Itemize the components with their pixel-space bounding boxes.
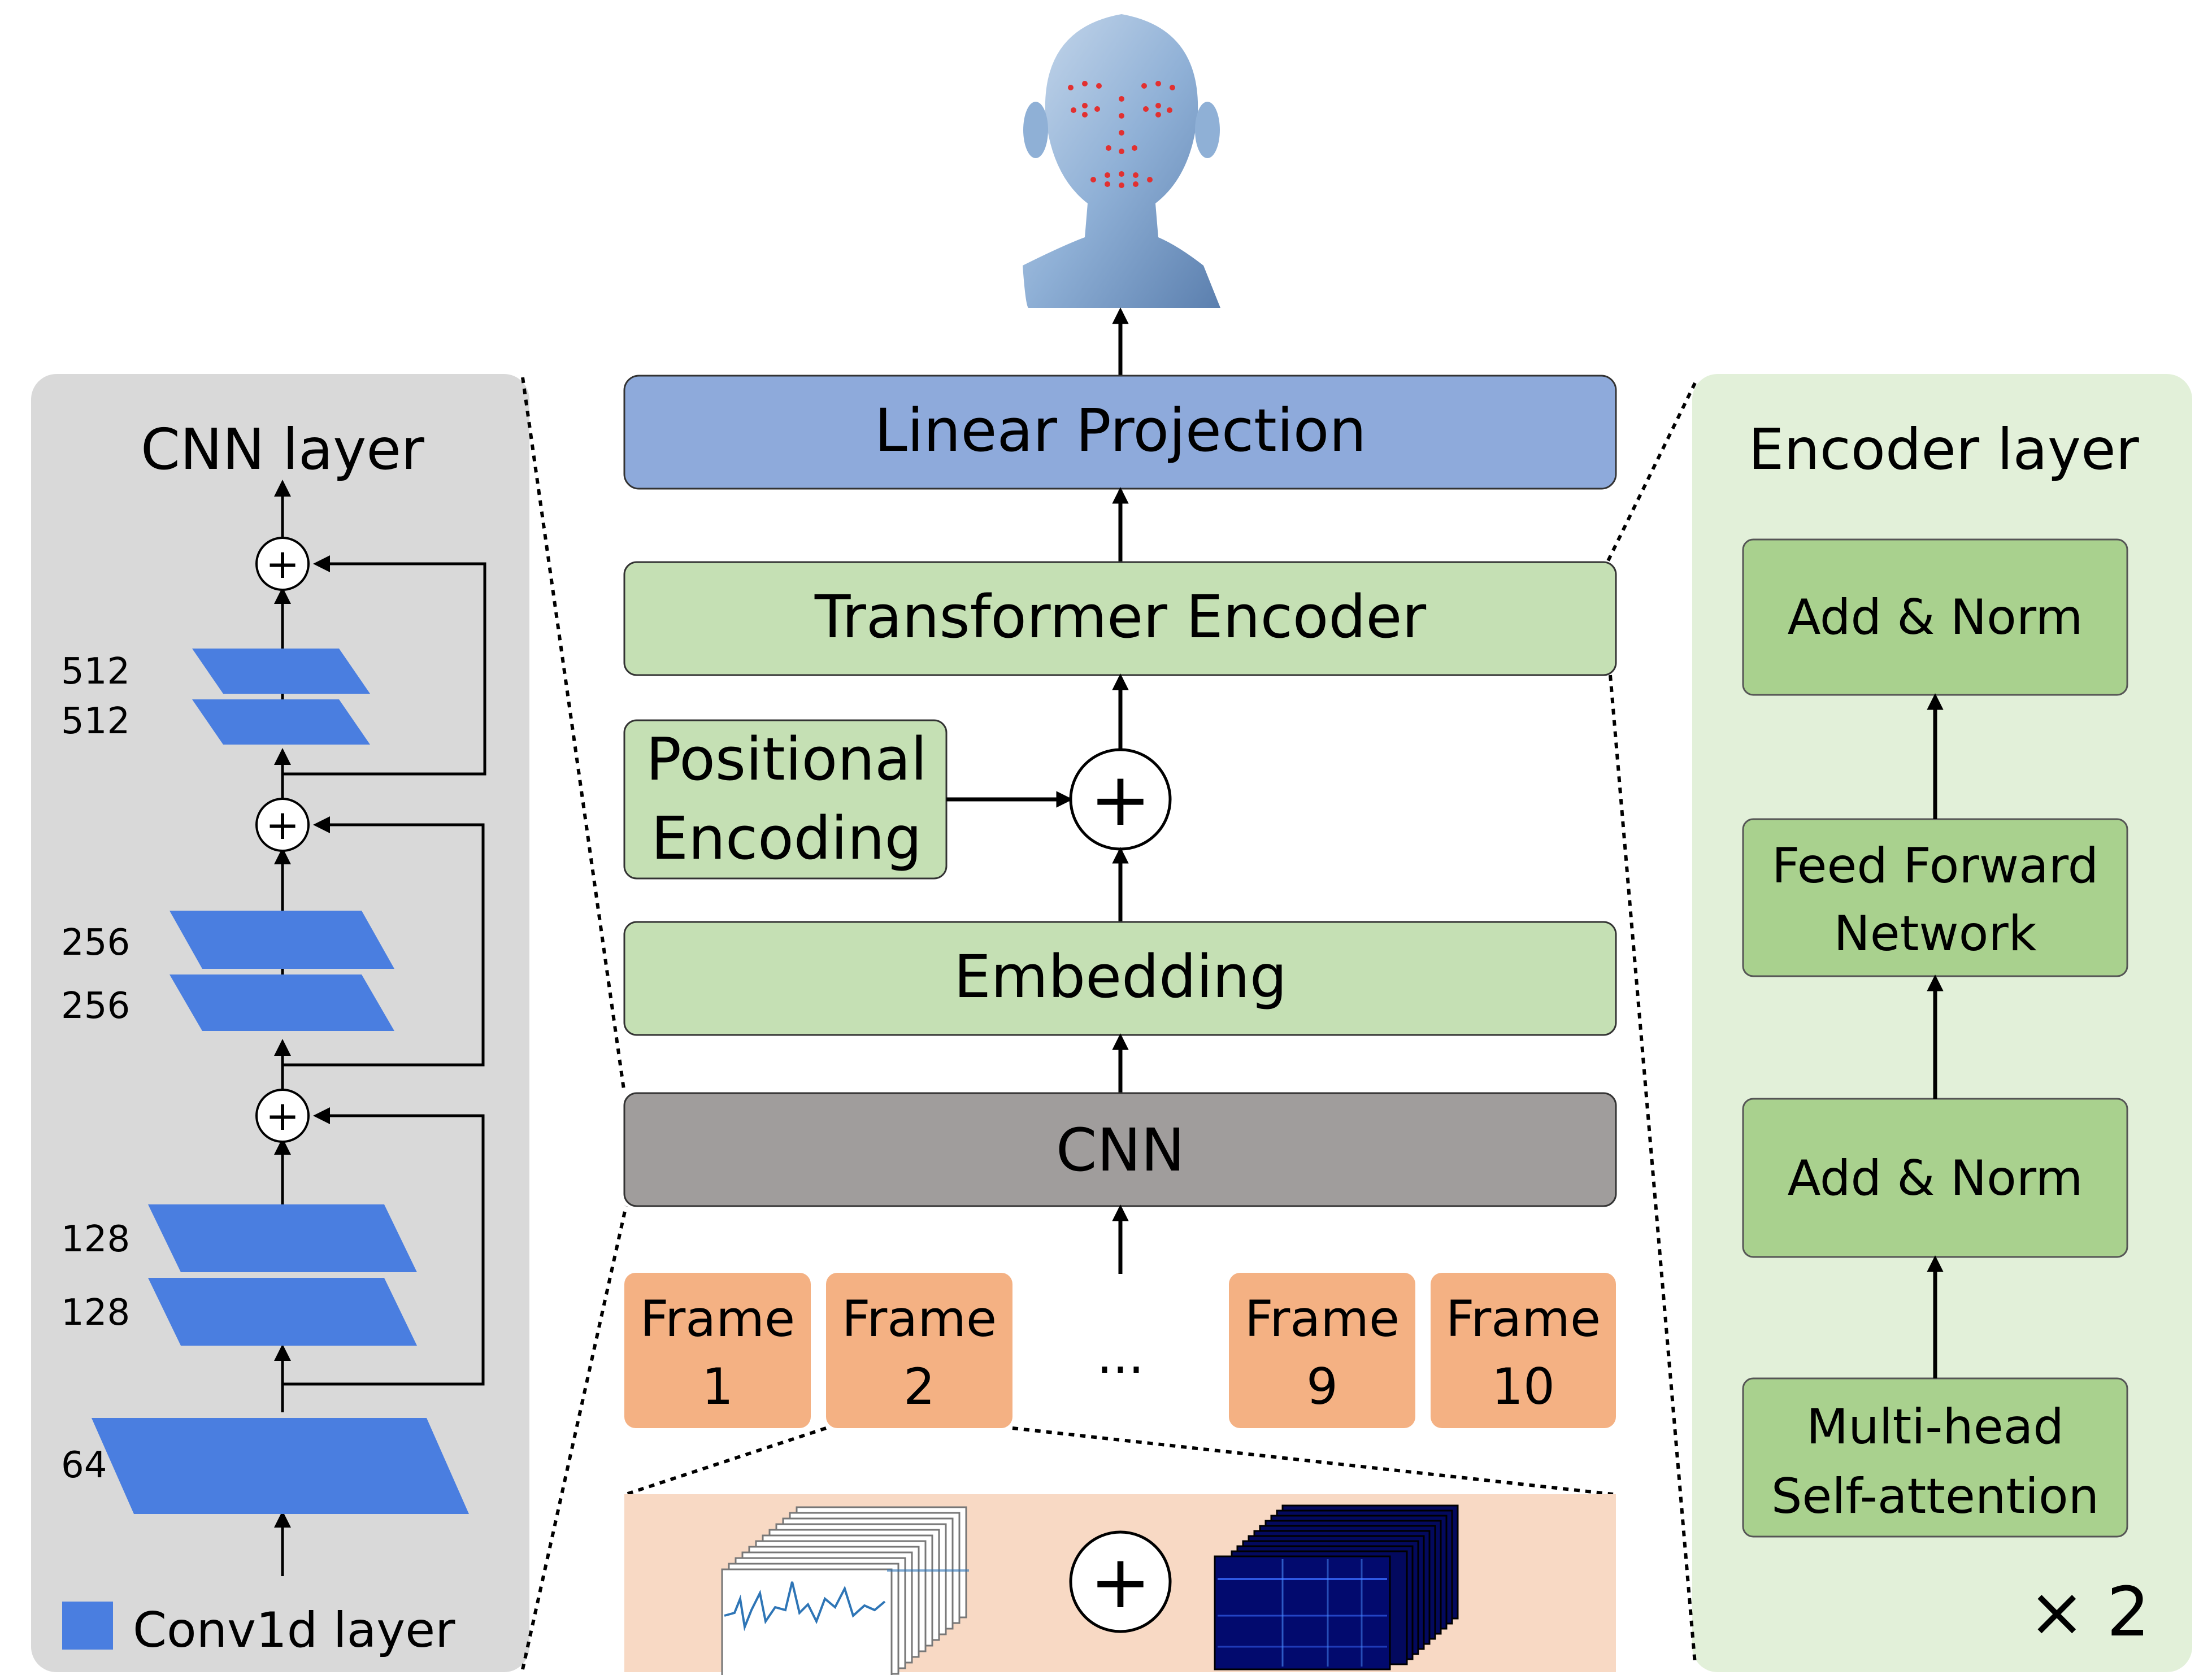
attention-label-1: Multi-head: [1806, 1399, 2064, 1455]
encoder-layer-panel: Encoder layer Add & Norm Feed Forward Ne…: [1692, 374, 2192, 1672]
add-norm-top-label: Add & Norm: [1788, 589, 2083, 646]
channel-label: 512: [61, 701, 130, 742]
zoom-line-frame-left: [625, 1426, 827, 1496]
embedding-label: Embedding: [954, 942, 1287, 1011]
spectrogram-stack-icon: [1214, 1504, 1459, 1670]
channel-label: 256: [61, 985, 130, 1027]
skip-connection-2: [283, 816, 485, 1067]
channel-label: 128: [61, 1219, 130, 1260]
conv1d-layer-256-b: [170, 974, 394, 1031]
encoder-panel-title: Encoder layer: [1748, 416, 2139, 482]
svg-text:+: +: [1090, 756, 1151, 842]
svg-text:+: +: [266, 540, 299, 588]
conv1d-layer-128-a: [148, 1204, 417, 1272]
feed-forward-label-2: Network: [1833, 906, 2036, 962]
frame-2: Frame 2: [826, 1273, 1012, 1428]
conv1d-legend-label: Conv1d layer: [133, 1602, 455, 1659]
svg-text:9: 9: [1306, 1358, 1338, 1416]
transformer-encoder-label: Transformer Encoder: [814, 582, 1427, 651]
svg-text:10: 10: [1492, 1358, 1555, 1416]
conv1d-layer-512-b: [192, 699, 370, 745]
frame-10: Frame 10: [1431, 1273, 1616, 1428]
zoom-line-encoder-bottom: [1609, 675, 1697, 1664]
positional-encoding-label-1: Positional: [646, 725, 927, 794]
zoom-line-frame-right: [1012, 1426, 1614, 1496]
positional-encoding-label-2: Encoding: [651, 804, 922, 873]
residual-add-2: +: [255, 798, 310, 852]
frame-9: Frame 9: [1229, 1273, 1415, 1428]
channel-label: 512: [61, 651, 130, 693]
cnn-label: CNN: [1056, 1116, 1185, 1185]
encoder-panel-bg: [1692, 374, 2192, 1672]
svg-text:+: +: [1090, 1539, 1151, 1625]
svg-text:+: +: [266, 801, 299, 849]
zoom-line-cnn-bottom: [521, 1206, 628, 1670]
zoom-line-cnn-top: [521, 377, 626, 1094]
linear-projection-label: Linear Projection: [875, 396, 1367, 465]
repeat-label: × 2: [2028, 1573, 2150, 1652]
residual-add-1: +: [255, 1089, 310, 1143]
skip-connection-3: [283, 555, 486, 776]
frames-ellipsis: ...: [1097, 1326, 1144, 1385]
zoom-line-encoder-top: [1606, 382, 1697, 563]
waveform-stack-icon: [721, 1506, 969, 1675]
input-add-node: +: [1069, 1530, 1172, 1633]
svg-text:Frame: Frame: [1245, 1290, 1400, 1348]
conv1d-layer-64: [92, 1418, 469, 1514]
conv1d-legend-swatch: [62, 1602, 113, 1650]
residual-add-3: +: [255, 537, 310, 591]
channel-label: 256: [61, 922, 130, 964]
frame-1: Frame 1: [624, 1273, 811, 1428]
channel-label: 128: [61, 1292, 130, 1334]
svg-text:Frame: Frame: [1446, 1290, 1601, 1348]
feed-forward-label-1: Feed Forward: [1772, 838, 2098, 894]
channel-label: 64: [61, 1445, 107, 1486]
add-norm-bottom-label: Add & Norm: [1788, 1150, 2083, 1207]
svg-text:1: 1: [702, 1358, 733, 1416]
cnn-layer-panel: CNN layer + + +: [31, 374, 529, 1672]
svg-text:2: 2: [903, 1358, 935, 1416]
conv1d-layer-128-b: [148, 1278, 417, 1346]
svg-text:Frame: Frame: [842, 1290, 997, 1348]
conv1d-layer-512-a: [192, 649, 370, 694]
svg-text:Frame: Frame: [640, 1290, 795, 1348]
center-pipeline: Linear Projection Transformer Encoder Po…: [623, 14, 1617, 1675]
conv1d-layer-256-a: [170, 911, 394, 969]
svg-text:+: +: [266, 1092, 299, 1139]
positional-add-node: +: [1069, 748, 1172, 851]
attention-label-2: Self-attention: [1771, 1468, 2099, 1525]
head-with-landmarks-image: [1023, 14, 1220, 308]
cnn-panel-title: CNN layer: [141, 416, 425, 482]
skip-connection-1: [283, 1107, 485, 1386]
